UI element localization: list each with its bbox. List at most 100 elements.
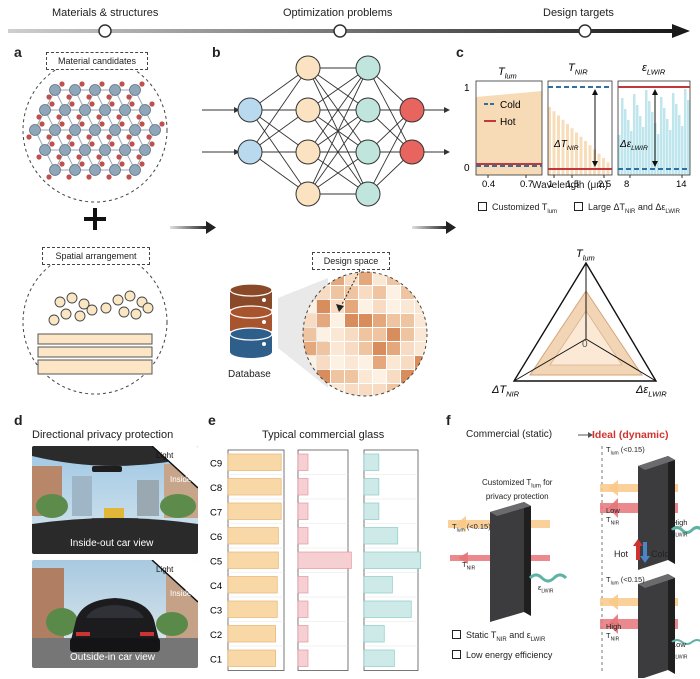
f-e: ε [672, 527, 676, 536]
design-cell [359, 342, 372, 355]
design-cell [317, 314, 330, 327]
radar-axis-right [585, 338, 657, 382]
oxygen-atom [116, 114, 122, 120]
elwir-fill-spike [642, 127, 645, 175]
design-cell [401, 272, 414, 285]
category-label: C9 [210, 458, 222, 469]
design-space-pointer-head [336, 304, 344, 312]
ce-text: Low energy efficiency [466, 650, 553, 660]
particle [74, 310, 86, 322]
particle [100, 302, 112, 314]
elwir-fill-spike [663, 108, 666, 175]
nn-neuron [237, 139, 263, 165]
oxygen-atom [126, 94, 132, 100]
particle [112, 294, 124, 306]
glass-bar-chart: C9C8C7C6C5C4C3C2C10.00.1Tlum00.3TNIR00.8… [210, 449, 422, 671]
cs-text-2: and ε [506, 630, 531, 640]
radar-left-label: ΔTNIR [491, 384, 520, 398]
metal-atom [69, 124, 81, 136]
particle [78, 298, 90, 310]
bar [363, 600, 412, 618]
design-cell [415, 342, 427, 355]
f-tnir-static: TNIR [462, 561, 475, 572]
oxygen-atom [56, 154, 62, 160]
static-glass-pane-top [490, 502, 531, 516]
check-sub-2: LWIR [665, 208, 680, 215]
oxygen-atom [79, 161, 85, 167]
static-tlum-arrow-head [456, 516, 466, 532]
oxygen-atom [139, 121, 145, 127]
x-tick-label: 1 [548, 179, 553, 190]
bar [363, 527, 399, 545]
hot-tnir-arrow-head [608, 498, 618, 518]
design-cell [317, 356, 330, 369]
oxygen-atom [66, 94, 72, 100]
oxygen-atom [86, 134, 92, 140]
panel-label-d: d [14, 412, 23, 428]
spatial-arrangement-label: Spatial arrangement [42, 247, 150, 265]
elwir-fill-spike [627, 120, 630, 175]
elwir-fill-spike [672, 93, 675, 175]
particles [48, 290, 154, 326]
bar [227, 527, 279, 545]
design-cell [415, 300, 427, 313]
elwir-fill-spike [645, 90, 648, 175]
x-axis-label: Wavelength (μm) [532, 180, 608, 191]
x-tick-label: 1.5 [566, 179, 579, 190]
design-cell [401, 314, 414, 327]
light-label-1: Light [156, 451, 174, 460]
design-cell [345, 370, 358, 383]
static-heat-wave [528, 573, 568, 583]
f-tnir-t: T [462, 560, 467, 569]
bar [227, 576, 278, 594]
design-cell [331, 286, 344, 299]
crystal-structure [26, 81, 165, 180]
elwir-fill-spike [636, 105, 639, 175]
metal-atom [149, 124, 161, 136]
f-e: ε [672, 649, 676, 658]
elwir-fill-spike [621, 98, 624, 175]
metal-atom [79, 144, 91, 156]
design-cell [317, 328, 330, 341]
oxygen-atom [129, 141, 135, 147]
oxygen-atom [49, 101, 55, 107]
oxygen-atom [46, 174, 52, 180]
design-cell [345, 272, 358, 285]
oxygen-atom [86, 174, 92, 180]
oxygen-atom [149, 101, 155, 107]
inside-out-photo: Inside-out car view Light Inside [32, 446, 198, 554]
arrow-b-to-c-head [446, 221, 456, 234]
design-cell [401, 328, 414, 341]
f-sub: lum [610, 580, 619, 587]
particle [66, 292, 78, 304]
check-static: Static TNIR and εLWIR [452, 630, 545, 643]
elwir-fill-spike [687, 100, 690, 175]
metal-atom [139, 104, 151, 116]
cust-text-3: privacy protection [485, 491, 549, 501]
elwir-fill-spike [618, 135, 621, 175]
bar [363, 478, 380, 496]
layer-1 [37, 333, 153, 345]
bar [363, 576, 393, 594]
inside-label-2: Inside [170, 589, 192, 598]
design-cell [387, 300, 400, 313]
nn-edge [249, 67, 309, 153]
cs-sub: NIR [496, 636, 507, 643]
check-text: Customized T [492, 202, 548, 212]
design-cell [317, 300, 330, 313]
cold-heat-wave [671, 639, 700, 645]
spectrum-frame [617, 80, 691, 176]
timeline-node-3 [578, 24, 592, 38]
oxygen-atom [139, 81, 145, 87]
metal-atom [109, 164, 121, 176]
metal-atom [59, 104, 71, 116]
timeline-step-1: Materials & structures [52, 7, 159, 19]
design-cell [331, 384, 344, 396]
hot-glass-pane [638, 456, 668, 570]
design-cell [373, 370, 386, 383]
design-cell [415, 286, 427, 299]
bar [227, 551, 279, 569]
oxygen-atom [129, 101, 135, 107]
